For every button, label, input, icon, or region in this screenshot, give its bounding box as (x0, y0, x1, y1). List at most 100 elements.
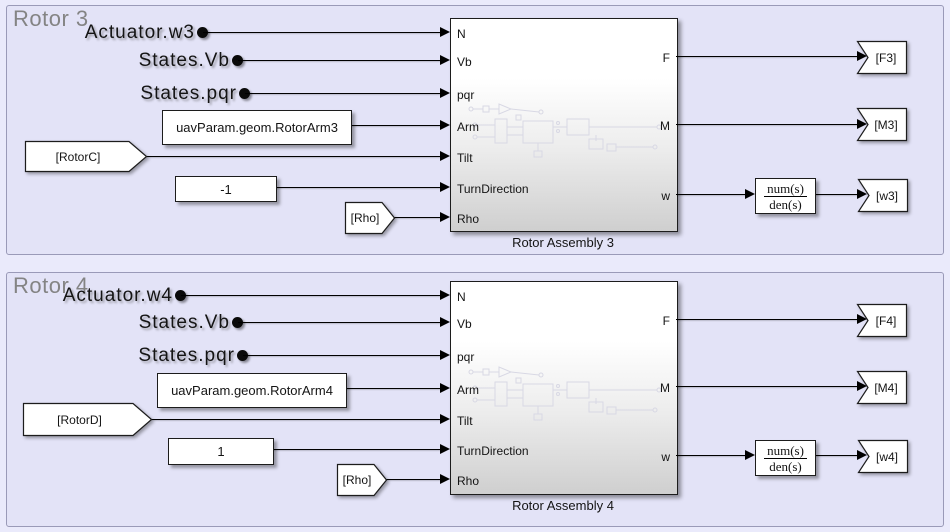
rotor-assembly-4-block[interactable]: N Vb pqr Arm Tilt TurnDirection Rho F M … (450, 281, 678, 495)
port-label-w: w (661, 189, 670, 203)
wire[interactable] (814, 194, 858, 196)
wire-arrowhead (440, 383, 450, 393)
goto-tag-f4[interactable]: [F4] (856, 303, 908, 338)
wire-arrowhead (440, 120, 450, 130)
from-tag-rho-3[interactable]: [Rho] (344, 201, 396, 235)
area-rotor3-title: Rotor 3 (13, 6, 89, 31)
wire[interactable] (145, 156, 441, 158)
port-label-arm: Arm (457, 383, 479, 397)
transfer-fcn-4[interactable]: num(s) den(s) (755, 440, 816, 476)
signal-anchor-dot (175, 290, 186, 301)
constant-turn-direction-3[interactable]: -1 (175, 176, 277, 202)
port-label-rho: Rho (457, 212, 480, 226)
wire[interactable] (676, 56, 857, 58)
wire[interactable] (676, 194, 746, 196)
port-label-vb: Vb (457, 55, 472, 69)
wire[interactable] (345, 388, 441, 390)
from-tag-rotorc-label: [RotorC] (55, 149, 101, 164)
wire[interactable] (385, 479, 441, 481)
wire[interactable] (814, 455, 858, 457)
port-label-pqr: pqr (457, 350, 475, 364)
port-label-rho: Rho (457, 474, 480, 488)
port-label-vb: Vb (457, 317, 472, 331)
goto-tag-f3[interactable]: [F3] (856, 40, 908, 75)
wire[interactable] (676, 386, 857, 388)
rotor-assembly-3-name[interactable]: Rotor Assembly 3 (512, 235, 614, 250)
wire[interactable] (676, 124, 857, 126)
wire[interactable] (203, 32, 441, 34)
signal-label-states-vb-4[interactable]: States.Vb (138, 312, 230, 333)
from-tag-shape (344, 201, 396, 235)
signal-label-states-pqr-4[interactable]: States.pqr (138, 345, 235, 366)
wire-arrowhead (857, 381, 867, 391)
wire[interactable] (350, 125, 441, 127)
from-tag-shape (24, 140, 148, 173)
goto-tag-shape (856, 303, 908, 338)
signal-label-actuator-w4[interactable]: Actuator.w4 (62, 285, 173, 306)
wire[interactable] (676, 455, 746, 457)
wire-arrowhead (745, 189, 755, 199)
rotor-assembly-3-block[interactable]: N Vb pqr Arm Tilt TurnDirection Rho F M … (450, 18, 678, 232)
subsystem-preview (468, 366, 662, 421)
wire[interactable] (272, 449, 441, 451)
constant-rotor-arm3-label: uavParam.geom.RotorArm3 (176, 120, 338, 135)
from-tag-rotorc[interactable]: [RotorC] (24, 140, 148, 173)
goto-tag-w3-label: [w3] (875, 188, 898, 203)
transfer-fcn-3[interactable]: num(s) den(s) (755, 178, 816, 214)
signal-label-states-pqr[interactable]: States.pqr (140, 83, 237, 104)
goto-tag-m3[interactable]: [M3] (856, 107, 908, 142)
constant-rotor-arm3[interactable]: uavParam.geom.RotorArm3 (162, 110, 352, 145)
goto-tag-w3[interactable]: [w3] (857, 178, 909, 213)
wire-arrowhead (440, 290, 450, 300)
wire[interactable] (181, 295, 441, 297)
signal-label-actuator-w3[interactable]: Actuator.w3 (84, 22, 195, 43)
constant-rotor-arm4[interactable]: uavParam.geom.RotorArm4 (157, 373, 347, 408)
wire-arrowhead (440, 55, 450, 65)
goto-tag-shape (856, 107, 908, 142)
wire-arrowhead (745, 450, 755, 460)
wire[interactable] (238, 322, 441, 324)
wire-arrowhead (440, 474, 450, 484)
transfer-fcn-4-denominator: den(s) (769, 458, 802, 474)
port-label-tilt: Tilt (457, 151, 473, 165)
wire-arrowhead (857, 314, 867, 324)
port-label-w: w (661, 450, 670, 464)
goto-tag-f4-label: [F4] (875, 313, 897, 328)
constant-turn-direction-4[interactable]: 1 (168, 438, 274, 465)
goto-tag-m4-label: [M4] (874, 380, 898, 395)
goto-tag-f3-label: [F3] (875, 50, 897, 65)
port-label-tilt: Tilt (457, 414, 473, 428)
port-label-f: F (662, 51, 670, 65)
wire-arrowhead (440, 27, 450, 37)
wire[interactable] (275, 187, 441, 189)
from-tag-rho-3-label: [Rho] (350, 211, 380, 225)
goto-tag-m4[interactable]: [M4] (856, 370, 908, 405)
wire[interactable] (150, 419, 441, 421)
transfer-fcn-3-numerator: num(s) (764, 181, 807, 197)
from-tag-shape (22, 402, 153, 437)
goto-tag-w4-label: [w4] (875, 449, 898, 464)
signal-anchor-dot (232, 55, 243, 66)
wire[interactable] (245, 93, 441, 95)
from-tag-rho-4[interactable]: [Rho] (336, 463, 388, 497)
wire[interactable] (238, 60, 441, 62)
from-tag-rotord[interactable]: [RotorD] (22, 402, 153, 437)
signal-anchor-dot (237, 350, 248, 361)
rotor-assembly-4-name[interactable]: Rotor Assembly 4 (512, 498, 614, 513)
wire-arrowhead (440, 182, 450, 192)
goto-tag-shape (856, 370, 908, 405)
goto-tag-shape (857, 439, 909, 474)
port-label-m: M (660, 381, 670, 395)
wire[interactable] (676, 319, 857, 321)
wire-arrowhead (857, 189, 867, 199)
wire[interactable] (243, 355, 441, 357)
port-label-pqr: pqr (457, 88, 475, 102)
goto-tag-m3-label: [M3] (874, 117, 898, 132)
area-rotor4-title: Rotor 4 (13, 273, 89, 298)
goto-tag-w4[interactable]: [w4] (857, 439, 909, 474)
wire[interactable] (393, 217, 441, 219)
port-label-turndirection: TurnDirection (457, 182, 529, 196)
signal-anchor-dot (232, 317, 243, 328)
signal-label-states-vb[interactable]: States.Vb (138, 50, 230, 71)
wire-arrowhead (440, 350, 450, 360)
